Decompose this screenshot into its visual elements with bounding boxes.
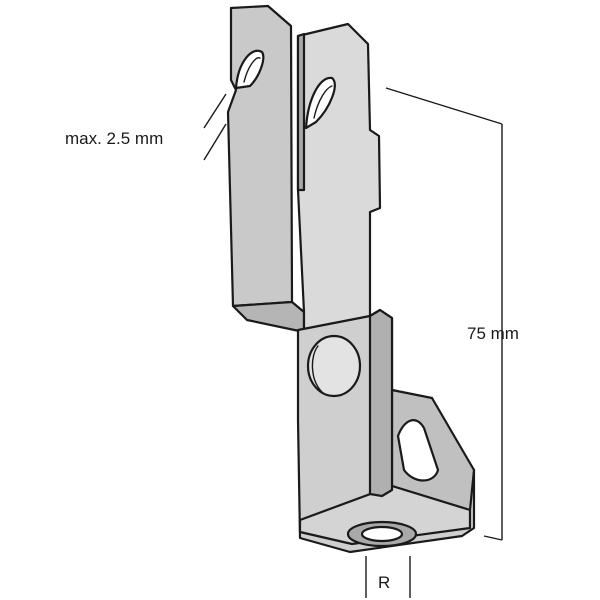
front-plate-edge (296, 32, 306, 192)
gap-leader-top (203, 93, 227, 129)
gap-dimension-label: max. 2.5 mm (65, 129, 164, 148)
gap-leader-bottom (203, 123, 227, 161)
front-flange (368, 308, 394, 498)
thread-dimension-label: R (378, 573, 391, 592)
dimension-lines (203, 87, 503, 598)
thread-hole-inner (360, 525, 404, 543)
front-plate (296, 22, 382, 334)
offset-step (231, 300, 306, 334)
bracket-illustration (226, 4, 476, 554)
front-plate-slot (304, 76, 336, 130)
rear-plate-slot (234, 49, 265, 90)
rivet-boss (306, 334, 362, 398)
rivet-boss-shade (311, 345, 323, 393)
height-dimension-label: 75 mm (467, 324, 519, 343)
gusset-cutout (396, 419, 440, 482)
height-extension-bottom (483, 535, 503, 541)
height-extension-top (385, 87, 503, 125)
rear-plate-slot-shade (243, 57, 261, 83)
front-plate-slot-shade (313, 85, 333, 119)
